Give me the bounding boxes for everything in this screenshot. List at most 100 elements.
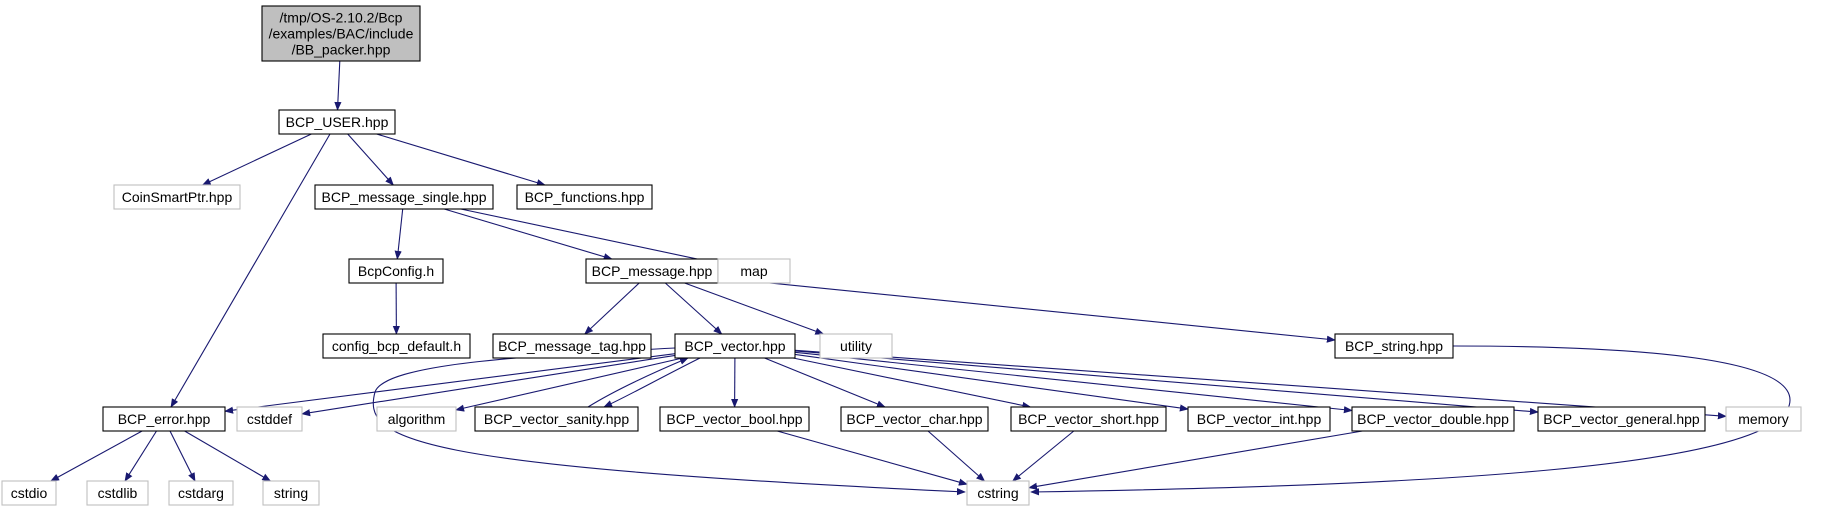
node-box-bcp_vector_double: [1351, 406, 1515, 432]
edge-bcp_message_single-to-bcp_message: [444, 208, 613, 261]
node-label-bcp_vector_char: BCP_vector_char.hpp: [846, 411, 982, 427]
node-cstring: cstring: [966, 480, 1030, 506]
node-bcp_vector_bool[interactable]: BCP_vector_bool.hpp: [659, 406, 810, 432]
node-box-bcp_vector: [674, 333, 796, 359]
node-label-bcp_functions: BCP_functions.hpp: [525, 189, 645, 205]
node-box-bcp_vector_sanity: [474, 406, 639, 432]
node-label-cstddef: cstddef: [247, 411, 292, 427]
node-box-cstddef: [236, 406, 303, 432]
node-label-cstdlib: cstdlib: [98, 485, 138, 501]
node-label-utility: utility: [840, 338, 872, 354]
node-cstdio: cstdio: [1, 480, 57, 506]
node-config_bcp_default[interactable]: config_bcp_default.h: [322, 333, 471, 359]
edge-bcp_message-to-bcp_string: [717, 277, 1336, 343]
node-box-cstdarg: [168, 480, 234, 506]
node-box-bcp_vector_bool: [659, 406, 810, 432]
edge-bcp_message_single-to-map: [460, 208, 719, 266]
node-label-bcp_error: BCP_error.hpp: [118, 411, 211, 427]
edge-bcp_vector-to-algorithm: [455, 357, 683, 412]
node-label-algorithm: algorithm: [388, 411, 446, 427]
node-bb_packer: /tmp/OS-2.10.2/Bcp/examples/BAC/include/…: [261, 5, 421, 62]
node-bcp_functions[interactable]: BCP_functions.hpp: [516, 184, 653, 210]
nodes-layer: /tmp/OS-2.10.2/Bcp/examples/BAC/include/…: [1, 5, 1802, 506]
edge-bcp_vector-to-bcp_vector_char: [764, 357, 886, 408]
node-bcp_vector[interactable]: BCP_vector.hpp: [674, 333, 796, 359]
edge-bcp_vector_sanity-to-bcp_vector: [587, 357, 689, 408]
node-box-algorithm: [376, 406, 457, 432]
node-box-bcp_error: [102, 406, 226, 432]
node-bcp_error[interactable]: BCP_error.hpp: [102, 406, 226, 432]
node-label-bcp_vector_bool: BCP_vector_bool.hpp: [666, 411, 802, 427]
node-label-bcp_message_tag: BCP_message_tag.hpp: [498, 338, 646, 354]
node-label-cstring: cstring: [977, 485, 1018, 501]
node-label-string: string: [274, 485, 308, 501]
node-label-bb_packer-line-2: /BB_packer.hpp: [292, 42, 391, 58]
edge-bcp_user-to-bcp_functions: [376, 133, 546, 187]
node-label-config_bcp_default: config_bcp_default.h: [332, 338, 461, 354]
node-box-map: [717, 258, 791, 284]
node-cstddef: cstddef: [236, 406, 303, 432]
node-label-memory: memory: [1738, 411, 1789, 427]
node-bcp_user[interactable]: BCP_USER.hpp: [278, 109, 396, 135]
node-box-bcp_functions: [516, 184, 653, 210]
edge-bb_packer-to-bcp_user: [334, 60, 342, 111]
node-box-config_bcp_default: [322, 333, 471, 359]
node-label-coinsmartptr: CoinSmartPtr.hpp: [122, 189, 233, 205]
node-box-cstdlib: [86, 480, 149, 506]
node-box-coinsmartptr: [113, 184, 241, 210]
node-bcp_vector_double[interactable]: BCP_vector_double.hpp: [1351, 406, 1515, 432]
edge-bcp_message-to-utility: [684, 282, 825, 335]
node-label-bcp_vector_sanity: BCP_vector_sanity.hpp: [484, 411, 629, 427]
node-bcp_vector_int[interactable]: BCP_vector_int.hpp: [1187, 406, 1331, 432]
node-bcp_message[interactable]: BCP_message.hpp: [585, 258, 719, 284]
node-box-utility: [819, 333, 893, 359]
node-box-bcp_vector_general: [1537, 406, 1706, 432]
node-label-bcp_message_single: BCP_message_single.hpp: [322, 189, 487, 205]
edge-bcp_vector-to-cstddef: [301, 354, 676, 417]
node-label-bb_packer-line-1: /examples/BAC/include: [269, 26, 414, 42]
node-label-bcp_vector_short: BCP_vector_short.hpp: [1018, 411, 1159, 427]
node-label-bcp_vector_int: BCP_vector_int.hpp: [1197, 411, 1322, 427]
node-box-bcp_vector_int: [1187, 406, 1331, 432]
node-box-bcp_message_single: [314, 184, 494, 210]
edge-bcp_vector_char-to-cstring: [927, 430, 986, 482]
node-box-bcp_vector_short: [1010, 406, 1167, 432]
edge-bcp_user-to-bcp_message_single: [347, 133, 394, 186]
edge-bcp_user-to-bcp_error: [170, 133, 331, 408]
edge-bcp_message_single-to-bcpconfig: [394, 208, 404, 260]
node-label-bcp_message: BCP_message.hpp: [592, 263, 713, 279]
node-cstdlib: cstdlib: [86, 480, 149, 506]
node-label-bcp_vector_double: BCP_vector_double.hpp: [1357, 411, 1509, 427]
edge-bcp_error-to-string: [184, 430, 272, 482]
edge-bcp_user-to-coinsmartptr: [201, 133, 312, 186]
node-algorithm: algorithm: [376, 406, 457, 432]
node-bcp_vector_sanity[interactable]: BCP_vector_sanity.hpp: [474, 406, 639, 432]
node-map: map: [717, 258, 791, 284]
node-box-bcp_message: [585, 258, 719, 284]
edge-bcp_vector-to-bcp_vector_general: [794, 350, 1539, 416]
edge-bcp_message-to-bcp_message_tag: [584, 282, 640, 335]
edge-bcp_vector_bool-to-cstring: [777, 430, 968, 486]
node-box-bcp_string: [1334, 333, 1454, 359]
node-bcp_vector_short[interactable]: BCP_vector_short.hpp: [1010, 406, 1167, 432]
node-memory: memory: [1725, 406, 1802, 432]
node-bcp_string[interactable]: BCP_string.hpp: [1334, 333, 1454, 359]
node-label-bb_packer-line-0: /tmp/OS-2.10.2/Bcp: [280, 10, 403, 26]
node-label-bcp_vector: BCP_vector.hpp: [684, 338, 785, 354]
node-bcp_vector_general[interactable]: BCP_vector_general.hpp: [1537, 406, 1706, 432]
node-coinsmartptr: CoinSmartPtr.hpp: [113, 184, 241, 210]
edge-bcp_error-to-cstdarg: [169, 430, 196, 482]
node-bcp_message_tag[interactable]: BCP_message_tag.hpp: [492, 333, 652, 359]
edge-bcp_error-to-cstdlib: [124, 430, 157, 482]
node-label-bcp_string: BCP_string.hpp: [1345, 338, 1443, 354]
node-bcpconfig[interactable]: BcpConfig.h: [348, 258, 444, 284]
node-bcp_vector_char[interactable]: BCP_vector_char.hpp: [840, 406, 989, 432]
node-box-bb_packer: [261, 5, 421, 62]
node-box-cstdio: [1, 480, 57, 506]
node-bcp_message_single[interactable]: BCP_message_single.hpp: [314, 184, 494, 210]
edge-bcp_vector_short-to-cstring: [1012, 430, 1075, 482]
node-label-cstdarg: cstdarg: [178, 485, 224, 501]
node-string: string: [262, 480, 320, 506]
node-box-bcp_message_tag: [492, 333, 652, 359]
